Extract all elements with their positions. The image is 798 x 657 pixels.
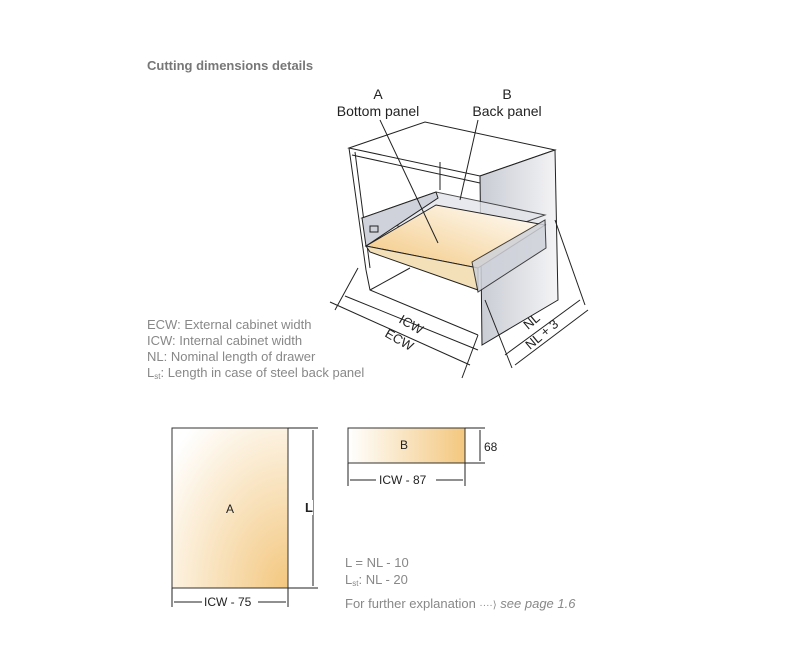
label-back-panel: Back panel <box>472 103 542 119</box>
page-reference-link[interactable]: see page 1.6 <box>500 596 576 611</box>
formula-l: L = NL - 10 <box>345 555 409 570</box>
panel-b-width-label: ICW - 87 <box>379 473 427 487</box>
formula-lst: Lst: NL - 20 <box>345 572 408 588</box>
legend-lst: Lst: Length in case of steel back panel <box>147 365 365 381</box>
label-b-letter: B <box>502 86 512 102</box>
legend-nl: NL: Nominal length of drawer <box>147 349 316 364</box>
label-bottom-panel: Bottom panel <box>336 103 420 119</box>
section-title: Cutting dimensions details <box>147 58 314 73</box>
formula-notes: L = NL - 10 Lst: NL - 20 For further exp… <box>345 554 575 614</box>
legend-ecw: ECW: External cabinet width <box>147 317 312 332</box>
arrow-icon: ····⟩ <box>479 600 497 611</box>
panel-b-drawing <box>347 427 485 486</box>
panel-a-label: A <box>225 502 234 516</box>
panel-a-height-label: L <box>305 500 313 515</box>
panel-b-height-label: 68 <box>484 440 498 454</box>
panel-b-label: B <box>400 438 409 452</box>
label-a-letter: A <box>373 86 383 102</box>
further-explanation: For further explanation ····⟩ see page 1… <box>345 596 576 611</box>
abbreviation-legend: ECW: External cabinet width ICW: Interna… <box>147 317 364 385</box>
panel-a-drawing <box>171 427 318 607</box>
panel-a-width-label: ICW - 75 <box>204 595 252 609</box>
legend-icw: ICW: Internal cabinet width <box>147 333 303 348</box>
cabinet <box>329 119 589 379</box>
